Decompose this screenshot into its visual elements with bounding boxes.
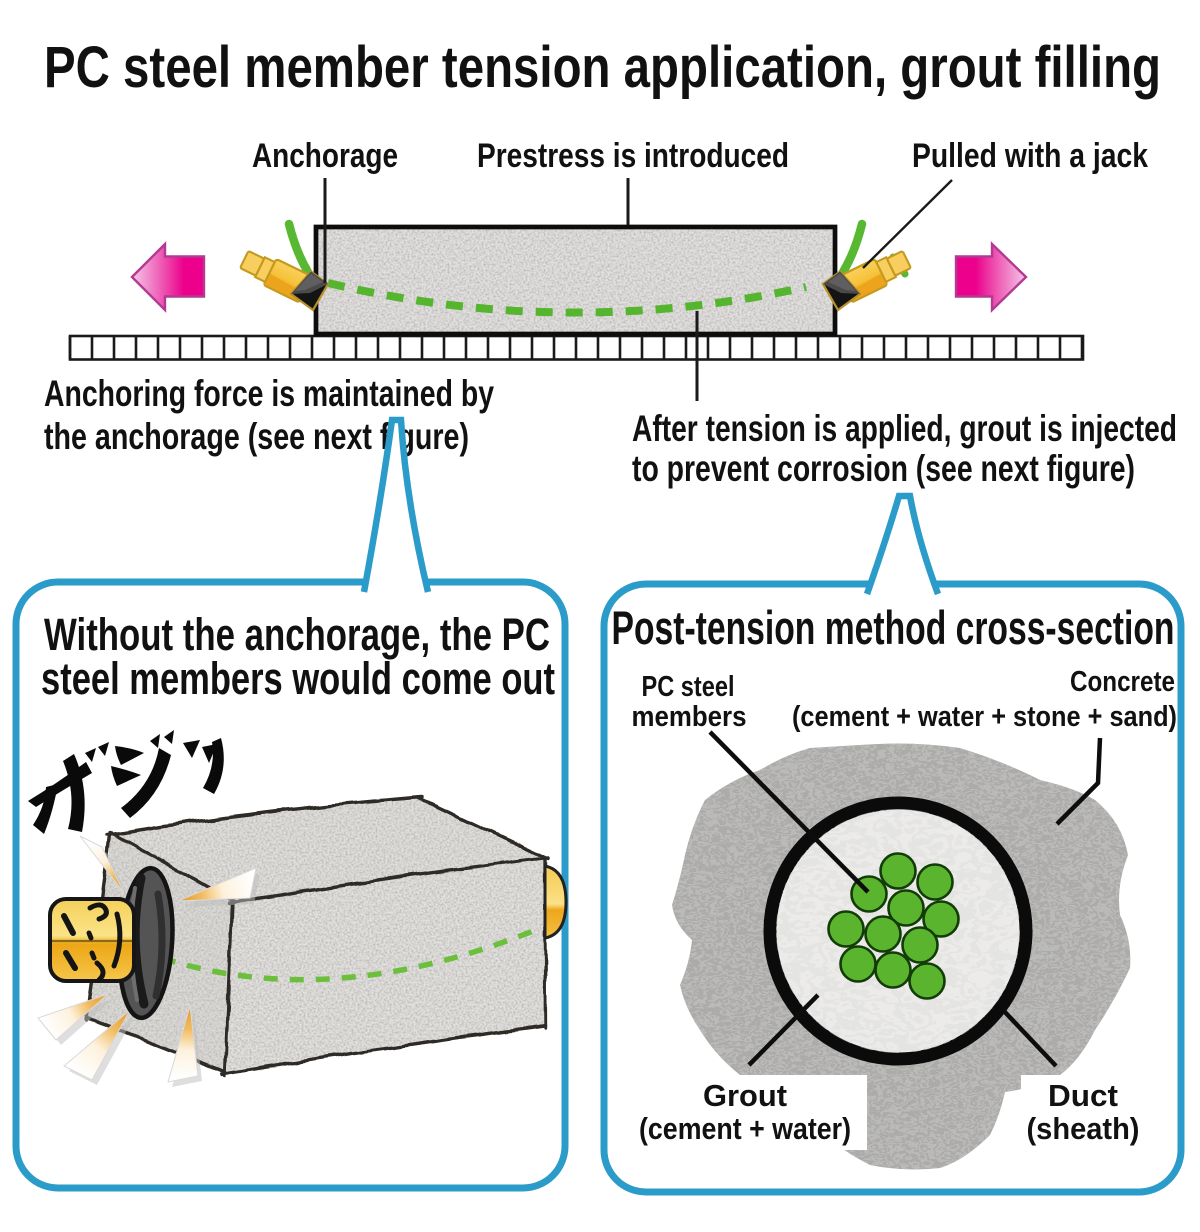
svg-text:members: members [632,701,747,733]
svg-text:to prevent corrosion (see next: to prevent corrosion (see next figure) [632,448,1135,489]
svg-text:Grout: Grout [703,1078,787,1113]
svg-text:PC steel: PC steel [642,671,735,703]
svg-text:Prestress is introduced: Prestress is introduced [477,137,789,175]
svg-text:steel members would come out: steel members would come out [41,653,555,704]
svg-text:After tension is applied, grou: After tension is applied, grout is injec… [632,408,1177,449]
svg-text:(cement + water + stone + sand: (cement + water + stone + sand) [792,701,1177,733]
svg-text:(cement + water): (cement + water) [639,1111,851,1146]
svg-text:Concrete: Concrete [1070,666,1175,698]
svg-text:Pulled with a jack: Pulled with a jack [912,137,1148,175]
svg-text:Without the anchorage, the PC: Without the anchorage, the PC [44,609,550,660]
svg-text:PC steel member tension applic: PC steel member tension application, gro… [44,35,1161,100]
svg-text:Duct: Duct [1048,1078,1118,1113]
svg-text:(sheath): (sheath) [1027,1111,1140,1146]
svg-text:Anchoring force is maintained: Anchoring force is maintained by [44,373,494,414]
svg-text:Anchorage: Anchorage [252,137,398,175]
svg-text:Post-tension method cross-sect: Post-tension method cross-section [612,601,1175,654]
